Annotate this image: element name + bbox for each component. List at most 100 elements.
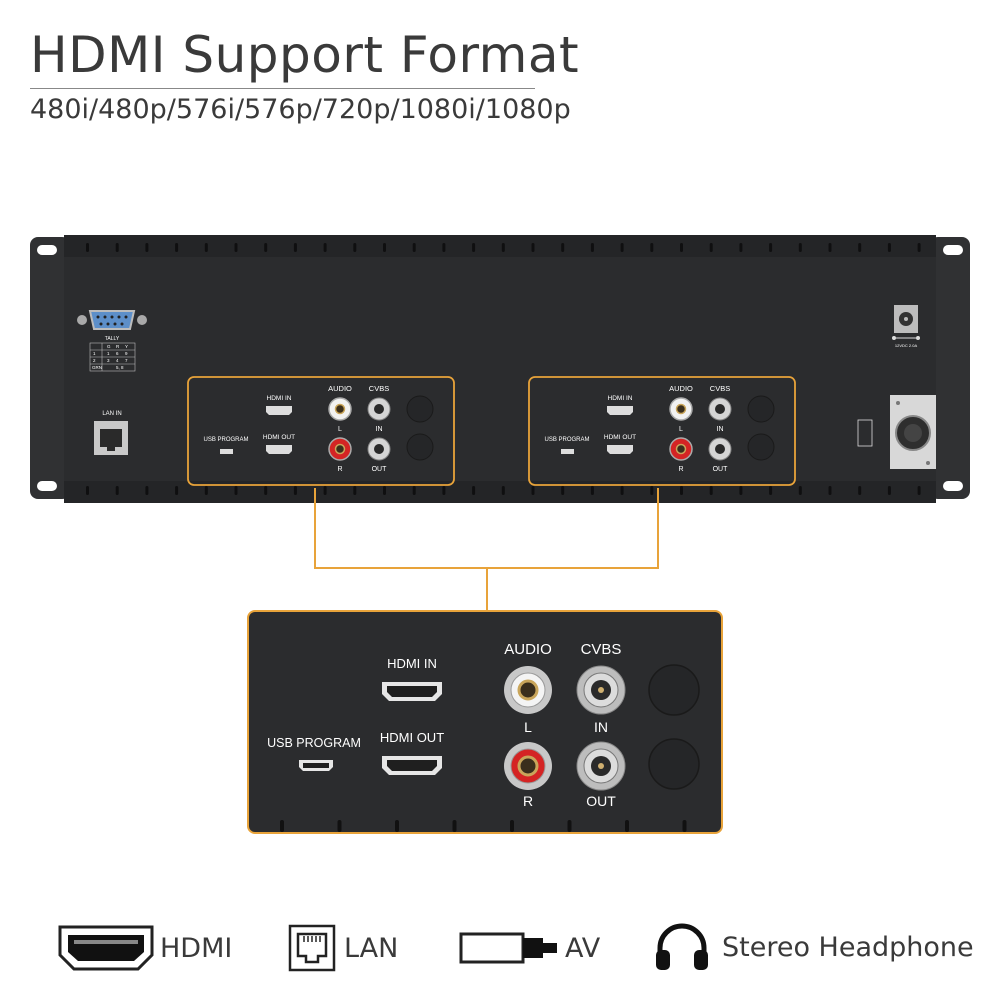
vent-slot xyxy=(682,820,687,832)
legend-hdmi-label: HDMI xyxy=(160,932,233,964)
module-highlight-frame xyxy=(528,376,796,486)
zoom-in-label: IN xyxy=(594,719,608,735)
svg-text:2: 2 xyxy=(93,358,96,363)
audio-label: AUDIO xyxy=(669,384,693,393)
usb-port xyxy=(561,449,574,454)
lan-icon xyxy=(288,924,336,972)
vent-slot xyxy=(412,243,416,252)
lan-port xyxy=(94,421,128,455)
vent-slot xyxy=(858,486,862,495)
r-label: R xyxy=(337,466,342,473)
vent-slot xyxy=(625,820,629,832)
zoom-out-label: OUT xyxy=(586,793,616,809)
av-icon xyxy=(459,932,557,964)
tally-pin-values: G R Y 1 1 6 9 2 3 4 7 GRN 5, 8 xyxy=(92,344,128,370)
vent-slot xyxy=(234,486,238,495)
svg-text:1: 1 xyxy=(107,351,110,356)
zoom-blank-knockout-top xyxy=(648,664,700,716)
xlr-power-connector xyxy=(857,395,936,469)
svg-text:1: 1 xyxy=(93,351,96,356)
vent-slot xyxy=(293,486,297,495)
legend-lan-label: LAN xyxy=(344,932,399,964)
vent-slot xyxy=(353,486,357,495)
vent-slot xyxy=(145,486,149,495)
hdmi-in-label: HDMI IN xyxy=(267,395,292,402)
in-label: IN xyxy=(376,426,383,433)
hdmi-out-port xyxy=(607,445,633,454)
zoom-hdmi-in-label: HDMI IN xyxy=(387,656,437,671)
zoomed-io-module: HDMI IN HDMI OUT USB PROGRAM AUDIO CVBS … xyxy=(247,610,723,834)
blank-knockout xyxy=(747,395,775,423)
zoom-rca-right-jack xyxy=(504,742,552,790)
vent-slot xyxy=(442,243,446,252)
vent-slot xyxy=(293,243,297,252)
vent-slot xyxy=(353,243,357,252)
vent-slot xyxy=(264,243,268,252)
vent-slot xyxy=(828,243,832,252)
hdmi-in-port xyxy=(266,406,292,415)
legend-hdmi: HDMI xyxy=(58,925,232,971)
module-highlight-frame xyxy=(187,376,455,486)
cvbs-label: CVBS xyxy=(369,384,389,393)
usb-port xyxy=(220,449,233,454)
vent-slot xyxy=(590,243,594,252)
dc-power-label: 12VDC 2.0A xyxy=(895,343,918,348)
vent-slot xyxy=(709,486,713,495)
lan-in-label: LAN IN xyxy=(102,411,121,417)
page-title: HDMI Support Format xyxy=(30,26,580,84)
vent-slot xyxy=(264,486,268,495)
headphone-icon xyxy=(656,923,708,970)
svg-text:G: G xyxy=(107,344,111,349)
vent-slot xyxy=(501,486,505,495)
vent-slot xyxy=(858,243,862,252)
hdmi-out-port xyxy=(266,445,292,454)
audio-label: AUDIO xyxy=(328,384,352,393)
bnc-in-center xyxy=(715,404,725,414)
vent-slot xyxy=(769,243,773,252)
vent-slot xyxy=(798,486,802,495)
rca-right-center xyxy=(675,443,687,455)
vent-slot xyxy=(709,243,713,252)
legend-headphone: Stereo Headphone xyxy=(654,922,974,972)
tally-label: TALLY xyxy=(105,336,120,342)
vent-slot xyxy=(337,820,342,832)
bnc-out-center xyxy=(374,444,384,454)
vent-slot xyxy=(323,486,327,495)
svg-text:7: 7 xyxy=(125,358,128,363)
rear-panel: TALLY G R Y 1 1 6 9 2 3 4 7 GRN 5, 8 LAN… xyxy=(30,235,970,503)
vent-slot xyxy=(383,486,386,495)
zoom-vent-slots xyxy=(280,820,687,832)
vent-slot xyxy=(323,243,327,252)
in-label: IN xyxy=(717,426,724,433)
svg-text:3: 3 xyxy=(107,358,110,363)
hdmi-in-port xyxy=(607,406,633,415)
bnc-in-center xyxy=(374,404,384,414)
svg-text:6: 6 xyxy=(116,351,119,356)
blank-knockout xyxy=(747,433,775,461)
format-list: 480i/480p/576i/576p/720p/1080i/1080p xyxy=(30,94,571,125)
vent-slot xyxy=(412,486,416,495)
vent-slot xyxy=(510,820,514,832)
vent-slot xyxy=(917,486,921,495)
legend-av-label: AV xyxy=(565,932,601,964)
vent-slot xyxy=(739,486,743,495)
zoom-usb-port xyxy=(299,760,333,771)
zoom-rca-left-jack xyxy=(504,666,552,714)
vent-slot xyxy=(680,243,683,252)
zoom-bnc-in-connector xyxy=(576,665,626,715)
vent-slots-top xyxy=(86,243,921,252)
vent-slot xyxy=(567,820,572,832)
vent-slot xyxy=(383,243,386,252)
vent-slot xyxy=(917,243,921,252)
vent-slot xyxy=(531,243,535,252)
vent-slot xyxy=(531,486,535,495)
zoom-r-label: R xyxy=(523,793,533,809)
bnc-out-center xyxy=(715,444,725,454)
vent-slot xyxy=(561,486,565,495)
zoom-bnc-out-connector xyxy=(576,741,626,791)
blank-knockout xyxy=(406,433,434,461)
vent-slot xyxy=(175,243,179,252)
hdmi-icon xyxy=(58,925,154,971)
